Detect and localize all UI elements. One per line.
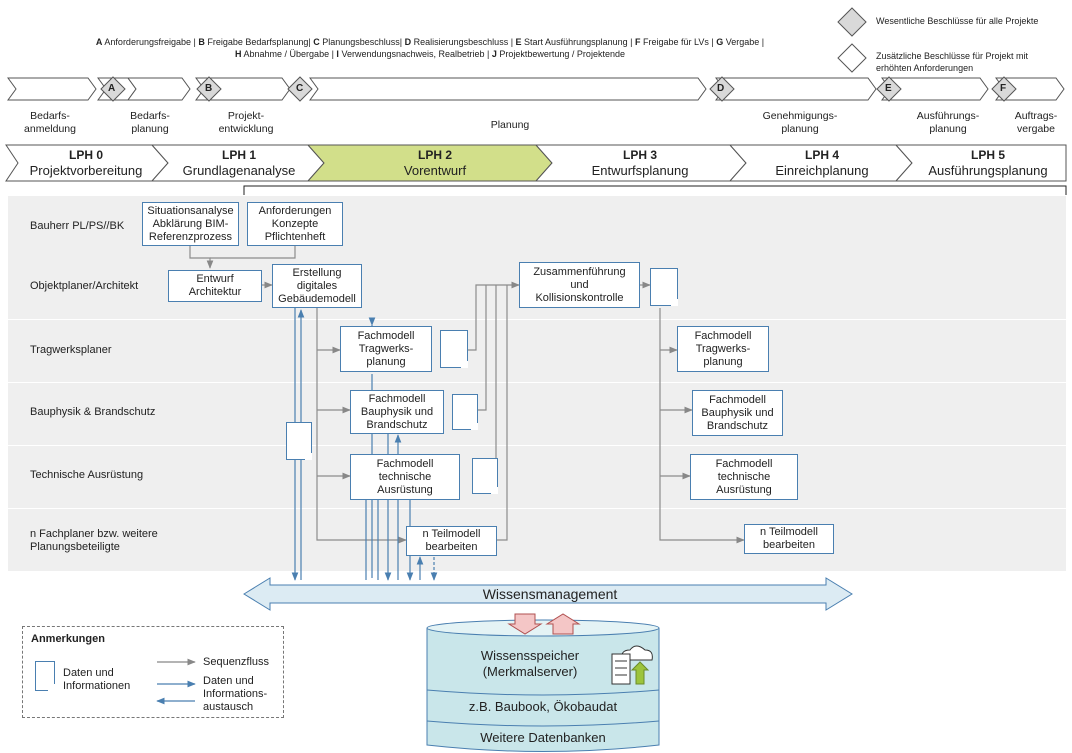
lane-label-technische-ausruestung: Technische Ausrüstung — [30, 469, 144, 481]
major-decision-diamond — [837, 7, 867, 37]
notes-doc-label: Daten und Informationen — [63, 667, 131, 692]
milestone-a: A — [108, 83, 116, 94]
milestone-diamonds — [100, 76, 1017, 102]
phase-bedarfsplanung: Bedarfs- planung — [130, 110, 170, 135]
box-entwurf-architektur: Entwurf Architektur — [168, 270, 262, 302]
document-icon — [35, 661, 55, 691]
lane-label-bauherr: Bauherr PL/PS//BK — [30, 220, 125, 232]
box-zusammenfuehrung: Zusammenführung und Kollisionskontrolle — [519, 262, 640, 308]
major-decision-label: Wesentliche Beschlüsse für alle Projekte — [876, 16, 1039, 26]
box-teilmodell-2: n Teilmodell bearbeiten — [744, 524, 834, 554]
milestone-d: D — [717, 83, 725, 94]
box-fachmodell-bauphysik-2: Fachmodell Bauphysik und Brandschutz — [692, 390, 783, 436]
lane-bauphysik — [8, 383, 1066, 445]
box-situationsanalyse: Situationsanalyse Abklärung BIM- Referen… — [142, 202, 239, 246]
lane-label-objektplaner: Objektplaner/Architekt — [30, 280, 139, 292]
phase-auftragsvergabe: Auftrags- vergabe — [1014, 110, 1058, 135]
db-wissensspeicher: Wissensspeicher (Merkmalserver) — [480, 648, 580, 679]
phase-projektentwicklung: Projekt- entwicklung — [218, 110, 274, 135]
minor-decision-diamond — [837, 43, 867, 73]
box-fachmodell-tragwerk-2: Fachmodell Tragwerks- planung — [677, 326, 769, 372]
lph-row — [5, 144, 1067, 182]
wissensmanagement-label: Wissensmanagement — [482, 586, 618, 602]
upload-arrow-icon — [545, 613, 581, 635]
box-fachmodell-tga-2: Fachmodell technische Ausrüstung — [690, 454, 798, 500]
lane-label-fachplaner: n Fachplaner bzw. weitere Planungsbeteil… — [30, 528, 158, 553]
box-fachmodell-tragwerk-1: Fachmodell Tragwerks- planung — [340, 326, 432, 372]
box-fachmodell-bauphysik-1: Fachmodell Bauphysik und Brandschutz — [350, 390, 444, 434]
notes-title: Anmerkungen — [31, 633, 105, 645]
box-anforderungen: Anforderungen Konzepte Pflichtenheft — [247, 202, 343, 246]
milestone-e: E — [885, 83, 892, 94]
download-arrow-icon — [507, 613, 543, 635]
phase-ausfuehrungsplanung: Ausführungs- planung — [916, 110, 980, 135]
milestone-diamond-c — [287, 76, 313, 102]
lane-fachplaner — [8, 509, 1066, 571]
milestone-c: C — [296, 83, 304, 94]
decision-legend-line1: A Anforderungsfreigabe | B Freigabe Beda… — [95, 37, 765, 47]
minor-decision-label: Zusätzliche Beschlüsse für Projekt mit e… — [876, 51, 1029, 73]
box-teilmodell-1: n Teilmodell bearbeiten — [406, 526, 497, 556]
box-fachmodell-tga-1: Fachmodell technische Ausrüstung — [350, 454, 460, 500]
lane-tragwerksplaner — [8, 320, 1066, 382]
decision-legend: A Anforderungsfreigabe | B Freigabe Beda… — [40, 36, 820, 60]
lane-label-bauphysik: Bauphysik & Brandschutz — [30, 406, 156, 418]
document-icon — [650, 268, 678, 306]
milestone-diamond-e — [876, 76, 902, 102]
notes-box: Anmerkungen Daten und Informationen Sequ… — [22, 626, 284, 718]
milestone-b: B — [205, 83, 213, 94]
server-cloud-icon — [611, 645, 653, 685]
document-icon — [472, 458, 498, 494]
milestone-diamond-f — [991, 76, 1017, 102]
notes-sequenzfluss: Sequenzfluss — [203, 656, 270, 668]
box-gebaeudemodell: Erstellung digitales Gebäudemodell — [272, 264, 362, 308]
phase-planung: Planung — [490, 119, 530, 131]
milestone-row — [7, 77, 1065, 101]
document-icon — [452, 394, 478, 430]
phase-bedarfsanmeldung: Bedarfs- anmeldung — [24, 110, 76, 135]
milestone-f: F — [1000, 83, 1007, 94]
db-weitere: Weitere Datenbanken — [480, 730, 606, 745]
decision-legend-line2: H Abnahme / Übergabe | I Verwendungsnach… — [235, 49, 625, 59]
notes-austausch: Daten und Informations- austausch — [203, 675, 268, 713]
phase-genehmigungsplanung: Genehmigungs- planung — [762, 110, 838, 135]
milestone-diamond-d — [709, 76, 735, 102]
milestone-diamond-b — [196, 76, 222, 102]
db-baubook: z.B. Baubook, Ökobaudat — [468, 699, 618, 714]
milestone-diamond-a — [100, 76, 126, 102]
notes-arrows — [156, 658, 196, 705]
lane-label-tragwerksplaner: Tragwerksplaner — [30, 344, 112, 356]
document-icon — [286, 422, 312, 460]
document-icon — [440, 330, 468, 368]
lane-technische-ausruestung — [8, 446, 1066, 508]
